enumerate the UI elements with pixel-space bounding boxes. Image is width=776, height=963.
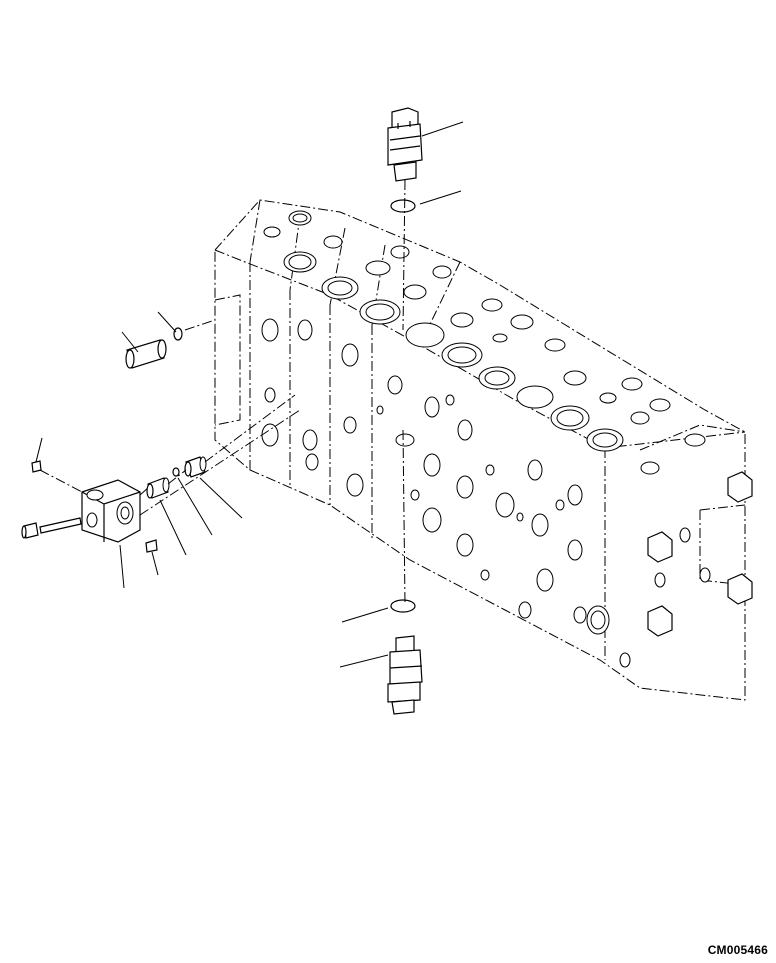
drawing-code: CM005466 [707, 943, 768, 957]
top-face-ports [263, 210, 706, 475]
front-face-ports [261, 318, 610, 635]
sleeve [146, 477, 170, 499]
left-o-ring [173, 327, 183, 341]
assembly-centerlines [39, 394, 301, 516]
set-screw-flange [145, 539, 158, 553]
small-o-ring [172, 467, 180, 477]
flange-block [81, 479, 141, 543]
top-o-ring [390, 199, 416, 213]
set-screw-small [31, 460, 42, 473]
left-plug [125, 319, 216, 369]
top-relief-valve [387, 107, 423, 331]
leader-lines [35, 121, 464, 668]
bottom-relief-valve [387, 429, 423, 715]
end-plate-bolts [619, 471, 753, 668]
flange-bolt [21, 517, 82, 539]
bottom-o-ring [390, 599, 416, 613]
